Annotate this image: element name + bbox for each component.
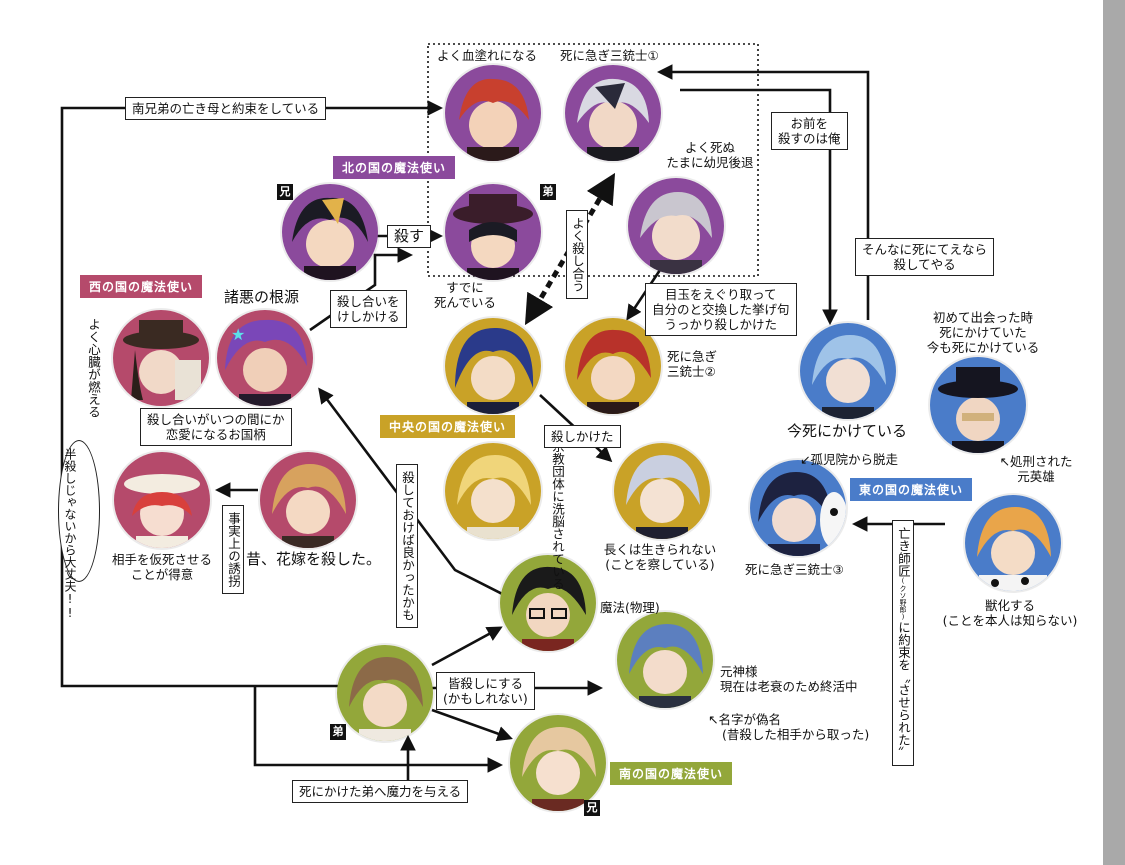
avatar-c2 <box>565 65 661 161</box>
master-promise-box: 亡き師匠(クソ野郎)に約束を〝させられた〟 <box>892 520 914 766</box>
west-group-tag: 西の国の魔法使い <box>80 275 203 298</box>
avatar-c6: ★ <box>217 310 313 406</box>
c16-caption: 死に急ぎ三銃士③ <box>745 562 844 577</box>
east-group-tag: 東の国の魔法使い <box>850 478 973 501</box>
you-die-arrow <box>680 88 838 326</box>
c2-caption: 死に急ぎ三銃士① <box>560 48 659 63</box>
svg-text:★: ★ <box>231 325 245 344</box>
avatar-c21 <box>510 715 606 811</box>
c13-note: 初めて出会った時死にかけていた今も死にかけている <box>926 310 1040 355</box>
c7-note: よく心臓が燃える <box>86 318 101 418</box>
romance-box: 殺し合いがいつの間にか恋愛になるお国柄 <box>140 408 292 446</box>
avatar-c12 <box>800 323 896 419</box>
should-kill-box: 殺しておけば良かったかも <box>396 464 418 628</box>
want-die-box: そんなに死にてえなら殺してやる <box>855 238 995 276</box>
you-die-box: お前を殺すのは俺 <box>771 112 848 150</box>
avatar-c18 <box>500 555 596 651</box>
avatar-c7 <box>113 310 209 406</box>
c14-note: 相手を仮死させることが得意 <box>111 552 212 582</box>
c19-note: 元神様現在は老衰のため終活中 <box>720 664 858 694</box>
avatar-c20 <box>337 645 433 741</box>
c19-sub: ↖名字が偽名(昔殺した相手から取った) <box>708 712 870 742</box>
c1-caption: よく血塗れになる <box>437 48 538 63</box>
c10-note: 宗教団体に洗脳されている <box>550 440 565 590</box>
c13-sub: ↖処刑された元英雄 <box>999 454 1073 484</box>
avatar-c5 <box>445 184 541 280</box>
avatar-c17 <box>965 495 1061 591</box>
tried-kill-box: 殺しかけた <box>544 425 621 448</box>
avatar-c4 <box>282 184 378 280</box>
c12-caption: 今死にかけている <box>787 422 908 440</box>
c6-caption: 諸悪の根源 <box>224 288 300 306</box>
mutual-kill-box: よく殺し合う <box>566 210 588 299</box>
gouge-box: 目玉をえぐり取って自分のと交換した挙げ句うっかり殺しかけた <box>645 283 797 336</box>
want-die-arrow <box>656 64 870 320</box>
c11-note: 長くは生きられない(ことを察している) <box>603 542 717 572</box>
instigate-box: 殺し合いをけしかける <box>330 290 407 328</box>
c20-to-c21-arrow <box>253 686 504 773</box>
avatar-c15 <box>260 452 356 548</box>
scrollbar[interactable] <box>1103 0 1125 865</box>
younger-badge-c20: 弟 <box>330 724 346 740</box>
avatar-c13 <box>930 357 1026 453</box>
avatar-c1 <box>445 65 541 161</box>
c20-to-c18-arrow <box>431 626 503 667</box>
avatar-c16 <box>750 460 846 556</box>
avatar-c10 <box>445 443 541 539</box>
avatar-c19 <box>617 612 713 708</box>
half-kill-text: 半殺しじゃないから大丈夫!! <box>63 448 77 620</box>
avatar-c11 <box>614 443 710 539</box>
avatar-c8 <box>445 318 541 414</box>
south-group-tag: 南の国の魔法使い <box>610 762 733 785</box>
kill-all-box: 皆殺しにする(かもしれない) <box>436 672 535 710</box>
c5-note: すでに死んでいる <box>434 280 496 310</box>
half-kill-bubble <box>58 440 100 582</box>
gouge-arrow <box>626 269 662 321</box>
c18-note: 魔法(物理) <box>600 600 660 615</box>
older-badge-c21: 兄 <box>584 800 600 816</box>
kill-box: 殺す <box>387 225 432 248</box>
central-group-tag: 中央の国の魔法使い <box>380 415 516 438</box>
c9-note: 死に急ぎ三銃士② <box>667 349 718 379</box>
c15-caption: 昔、花嫁を殺した。 <box>246 550 382 568</box>
c16-top: ↙孤児院から脱走 <box>800 452 898 467</box>
kidnap-box: 事実上の誘拐 <box>222 505 244 594</box>
promise-box: 南兄弟の亡き母と約束をしている <box>125 97 327 120</box>
avatar-c3 <box>628 178 724 274</box>
mana-box: 死にかけた弟へ魔力を与える <box>292 780 469 803</box>
mutual-kill-arrow <box>524 172 616 326</box>
north-group-tag: 北の国の魔法使い <box>333 156 456 179</box>
c20-to-c21-low-arrow <box>431 708 513 742</box>
avatar-c14 <box>114 452 210 548</box>
younger-badge-c5: 弟 <box>540 184 556 200</box>
older-badge-c4: 兄 <box>277 184 293 200</box>
c17-note: 獣化する(ことを本人は知らない) <box>942 598 1078 628</box>
c2-note: よく死ぬたまに幼児後退 <box>666 140 754 170</box>
